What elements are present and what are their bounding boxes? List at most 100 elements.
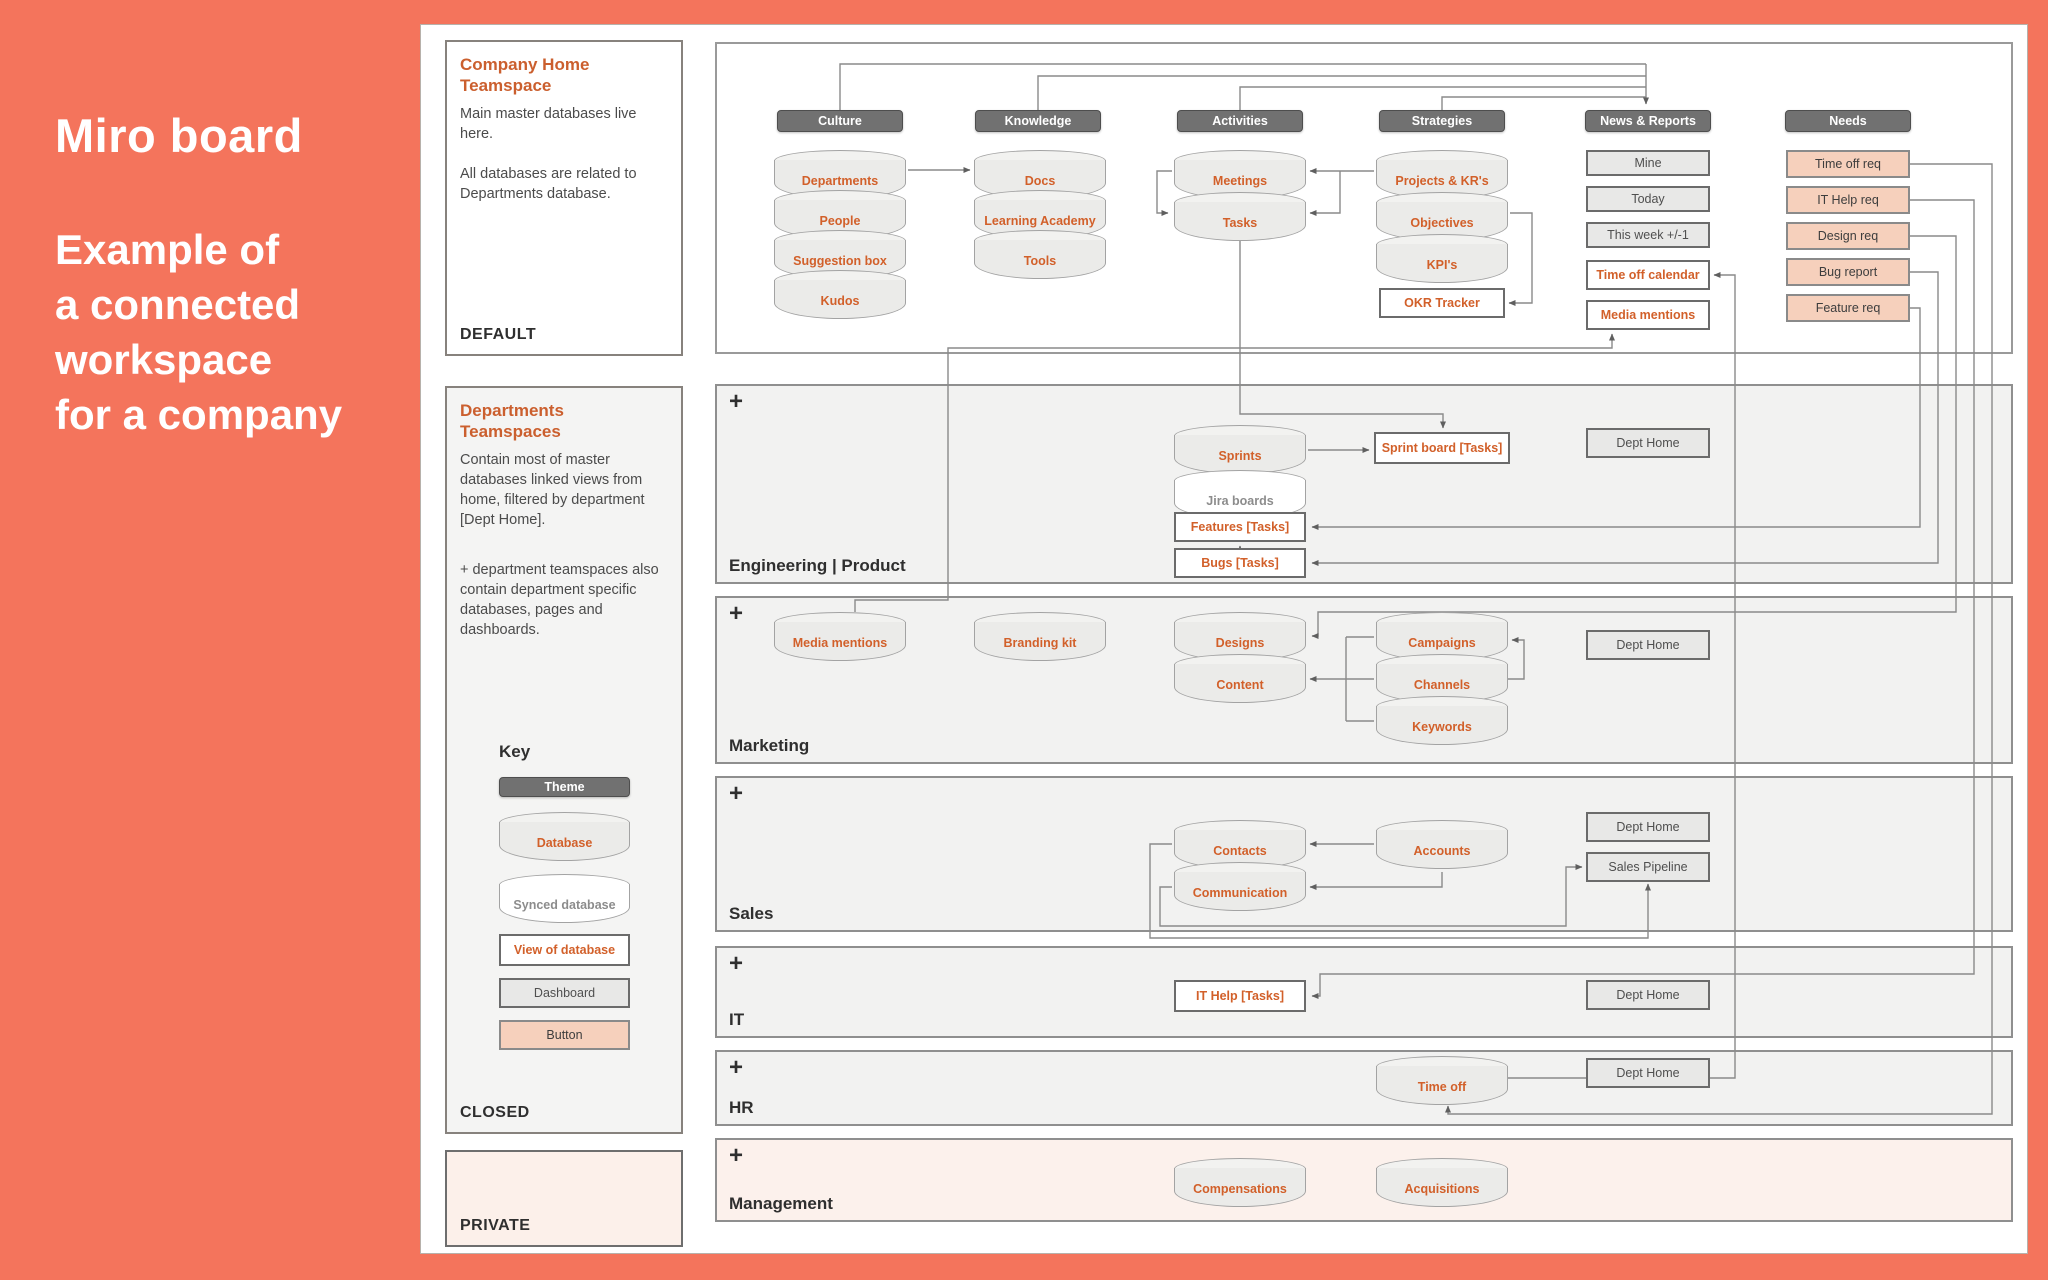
teamspace-row-engineering[interactable]: + Engineering | Product: [715, 384, 2013, 584]
view-features-tasks[interactable]: Features [Tasks]: [1174, 512, 1306, 542]
db-label: Tools: [1023, 254, 1057, 268]
db-kpis[interactable]: KPI's: [1376, 234, 1508, 284]
view-okr-tracker[interactable]: OKR Tracker: [1379, 288, 1505, 318]
db-label: Compensations: [1193, 1182, 1287, 1196]
db-label: Acquisitions: [1404, 1182, 1480, 1196]
panel-departments[interactable]: Departments Teamspaces Contain most of m…: [445, 386, 683, 1134]
db-label: Media mentions: [792, 636, 888, 650]
db-label: KPI's: [1426, 258, 1458, 272]
dashboard-this-week[interactable]: This week +/-1: [1586, 222, 1710, 248]
db-time-off[interactable]: Time off: [1376, 1056, 1508, 1106]
theme-pill-culture[interactable]: Culture: [777, 110, 903, 132]
db-communication[interactable]: Communication: [1174, 862, 1306, 912]
db-acquisitions[interactable]: Acquisitions: [1376, 1158, 1508, 1208]
plus-icon[interactable]: +: [729, 600, 744, 627]
db-label: Objectives: [1410, 216, 1474, 230]
button-feature-req[interactable]: Feature req: [1786, 294, 1910, 322]
db-label: Departments: [801, 174, 879, 188]
panel-company-home[interactable]: Company Home Teamspace Main master datab…: [445, 40, 683, 356]
teamspace-row-marketing[interactable]: + Marketing: [715, 596, 2013, 764]
button-bug-report[interactable]: Bug report: [1786, 258, 1910, 286]
db-label: Keywords: [1412, 720, 1472, 734]
db-label: Docs: [1024, 174, 1056, 188]
theme-pill-strategies[interactable]: Strategies: [1379, 110, 1505, 132]
row-label: Management: [729, 1194, 833, 1213]
banner-subtitle: Example of a connected workspace for a c…: [55, 226, 343, 438]
dashboard-sales-pipeline[interactable]: Sales Pipeline: [1586, 852, 1710, 882]
db-label: Accounts: [1413, 844, 1471, 858]
theme-pill-news-reports[interactable]: News & Reports: [1585, 110, 1711, 132]
dashboard-dept-home-hr[interactable]: Dept Home: [1586, 1058, 1710, 1088]
dashboard-dept-home-sales[interactable]: Dept Home: [1586, 812, 1710, 842]
plus-icon[interactable]: +: [729, 1054, 744, 1081]
db-label: Sprints: [1218, 449, 1262, 463]
button-design-req[interactable]: Design req: [1786, 222, 1910, 250]
key-synced-label: Synced database: [513, 898, 616, 912]
db-label: Jira boards: [1206, 494, 1274, 508]
theme-pill-knowledge[interactable]: Knowledge: [975, 110, 1101, 132]
db-keywords[interactable]: Keywords: [1376, 696, 1508, 746]
plus-icon[interactable]: +: [729, 780, 744, 807]
dashboard-today[interactable]: Today: [1586, 186, 1710, 212]
db-media-mentions-marketing[interactable]: Media mentions: [774, 612, 906, 662]
teamspace-row-management[interactable]: + Management: [715, 1138, 2013, 1222]
key-dashboard[interactable]: Dashboard: [499, 978, 630, 1008]
view-sprint-board-tasks[interactable]: Sprint board [Tasks]: [1374, 432, 1510, 464]
key-view-of-database[interactable]: View of database: [499, 934, 630, 966]
key-synced-database-cylinder[interactable]: Synced database: [499, 874, 630, 924]
panel-body: All databases are related to Departments…: [460, 166, 637, 202]
panel-body: Main master databases live here.: [460, 106, 637, 142]
panel-body: Contain most of master databases linked …: [460, 452, 645, 528]
view-bugs-tasks[interactable]: Bugs [Tasks]: [1174, 548, 1306, 578]
dashboard-mine[interactable]: Mine: [1586, 150, 1710, 176]
db-tools[interactable]: Tools: [974, 230, 1106, 280]
db-contacts[interactable]: Contacts: [1174, 820, 1306, 870]
db-tasks[interactable]: Tasks: [1174, 192, 1306, 242]
db-label: Branding kit: [1003, 636, 1077, 650]
db-kudos[interactable]: Kudos: [774, 270, 906, 320]
key-button[interactable]: Button: [499, 1020, 630, 1050]
dashboard-dept-home-it[interactable]: Dept Home: [1586, 980, 1710, 1010]
button-it-help-req[interactable]: IT Help req: [1786, 186, 1910, 214]
view-media-mentions[interactable]: Media mentions: [1586, 300, 1710, 330]
row-label: IT: [729, 1010, 745, 1029]
db-label: Contacts: [1213, 844, 1267, 858]
row-label: Sales: [729, 904, 774, 923]
dashboard-dept-home-engineering[interactable]: Dept Home: [1586, 428, 1710, 458]
db-label: Kudos: [820, 294, 860, 308]
panel-footer: PRIVATE: [460, 1217, 531, 1234]
db-label: Suggestion box: [793, 254, 887, 268]
db-departments[interactable]: Departments: [774, 150, 906, 200]
banner-title: Miro board: [55, 109, 303, 162]
db-accounts[interactable]: Accounts: [1376, 820, 1508, 870]
db-label: Content: [1216, 678, 1264, 692]
dashboard-dept-home-marketing[interactable]: Dept Home: [1586, 630, 1710, 660]
theme-pill-activities[interactable]: Activities: [1177, 110, 1303, 132]
panel-private[interactable]: PRIVATE: [445, 1150, 683, 1247]
teamspace-row-sales[interactable]: + Sales: [715, 776, 2013, 932]
plus-icon[interactable]: +: [729, 950, 744, 977]
plus-icon[interactable]: +: [729, 1142, 744, 1169]
db-label: Meetings: [1212, 174, 1268, 188]
theme-pill-needs[interactable]: Needs: [1785, 110, 1911, 132]
db-compensations[interactable]: Compensations: [1174, 1158, 1306, 1208]
view-it-help-tasks[interactable]: IT Help [Tasks]: [1174, 980, 1306, 1012]
db-label: Projects & KR's: [1395, 174, 1489, 188]
db-label: Time off: [1417, 1080, 1467, 1094]
db-label: Learning Academy: [984, 214, 1096, 228]
key-theme-pill[interactable]: Theme: [499, 777, 630, 797]
db-sprints[interactable]: Sprints: [1174, 425, 1306, 475]
plus-icon[interactable]: +: [729, 388, 744, 415]
db-branding-kit[interactable]: Branding kit: [974, 612, 1106, 662]
db-content[interactable]: Content: [1174, 654, 1306, 704]
row-label: Marketing: [729, 736, 810, 755]
view-time-off-calendar[interactable]: Time off calendar: [1586, 260, 1710, 290]
teamspace-row-it[interactable]: + IT: [715, 946, 2013, 1038]
key-database-cylinder[interactable]: Database: [499, 812, 630, 862]
db-label: People: [819, 214, 861, 228]
panel-body: + department teamspaces also contain dep…: [460, 562, 659, 638]
teamspace-row-hr[interactable]: + HR: [715, 1050, 2013, 1126]
button-time-off-req[interactable]: Time off req: [1786, 150, 1910, 178]
panel-title: Company Home Teamspace: [460, 55, 590, 96]
